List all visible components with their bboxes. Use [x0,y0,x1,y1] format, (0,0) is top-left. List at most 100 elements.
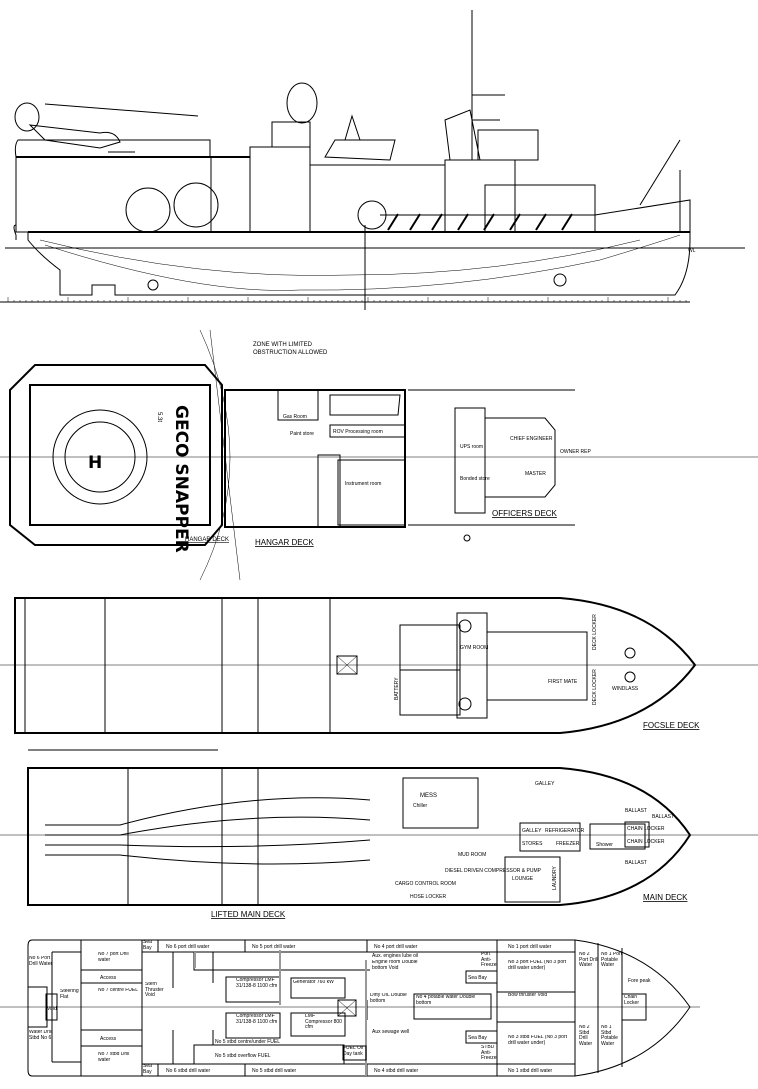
focsle-outline [14,597,697,734]
tank-label: Water Drill Stbd No 6 [29,1030,53,1041]
main-deck-plan: MESS GALLEY GALLEY REFRIGERATOR FREEZER … [0,767,758,919]
main-deck-outline [27,767,692,906]
tank-label: No 6 stbd drill water [166,1068,211,1074]
room-label: CHIEF ENGINEER [510,436,553,442]
officers-house [484,417,556,498]
room-label: Paint store [290,431,314,437]
tank-plan-outline [27,939,691,1077]
hatch [337,999,357,1017]
tank-label: No 3 stbd FUEL (No 3 port drill water un… [508,1035,568,1046]
room-label: LOUNGE [512,876,534,882]
gas-room [277,389,319,421]
tank-label: No 7 centre FUEL [98,988,139,993]
bow-thruster [553,273,567,287]
room-label: GYM ROOM [460,645,488,651]
mess-block [402,777,479,829]
lifted-main-deck-title: LIFTED MAIN DECK [211,910,286,919]
void-tank [45,993,58,1021]
shower-block [589,823,646,850]
bulkhead [193,952,370,971]
galley-block [519,822,581,852]
helicopter-icon [14,102,199,153]
compressor-stbd [225,1012,281,1039]
bulwark [380,199,691,232]
tank-label: No 3 port FUEL (No 3 port drill water un… [508,960,567,971]
room-label: DIESEL DRIVEN COMPRESSOR & PUMP [445,868,542,874]
cable-reel [173,182,219,228]
helideck [14,139,211,158]
zone-note: ZONE WITH LIMITED [253,342,313,348]
officers-deck-title: OFFICERS DECK [492,509,558,518]
tank-label: Compressor LMF 31/138-8 1100 cfm [236,1014,278,1025]
hangar-deck-plan: H GECO SNAPPER 5.3t ZONE WITH LIMITED OB… [0,329,758,581]
room-label: ROV Processing room [333,429,383,435]
bulkhead [172,952,214,1064]
tank-label: Access [100,1036,117,1042]
room-label: Bonded store [460,476,490,482]
tank [193,1044,345,1065]
funnel-block [249,146,311,233]
tank-label: Bow thruster Void [508,993,548,998]
sea-bay-box [465,1030,498,1044]
helideck-load: 5.3t [156,412,162,422]
tank-label: Steering Flat [60,989,79,1000]
forward-house [444,159,516,233]
hull-line [39,239,641,276]
tank-label: Access [100,975,117,981]
room-label: WINDLASS [612,686,639,692]
radome [286,82,318,124]
tank [27,986,48,1028]
room-label: MUD ROOM [458,852,486,858]
hull-outline [27,231,691,296]
vessel-name: GECO SNAPPER [171,405,191,553]
tank-label: Sea Bay [468,1035,487,1041]
tank-label: No 5 stbd centre/under FUEL [215,1039,280,1045]
room-label: GALLEY [535,781,555,787]
davit [344,114,361,141]
profile-view: WL [0,10,745,310]
hatch-cross [336,655,358,675]
wheelhouse [477,129,539,161]
room-label: BATTERY [394,677,400,700]
room-label: DECK LOCKER [592,614,598,650]
tank-label: No 1 stbd drill water [508,1068,553,1074]
room-label: BALLAST [625,808,647,814]
cable-reel [125,187,171,233]
tank-label: No 5 stbd overflow FUEL [215,1053,271,1059]
room-label: MASTER [525,471,546,477]
tank-label: Engine room Double bottom Void [372,960,418,971]
bulwark-stripes [387,213,573,231]
tank-label: Dirty OIL Double bottom [370,993,407,1004]
liferaft [357,200,387,230]
sea-bay-box [465,970,498,984]
gym-block [456,612,488,719]
tank-label: STBD Anti-Freeze [481,1045,497,1061]
streamer-spreads [45,797,371,865]
tank-label: Generator 760 kW [293,980,334,985]
tank-label: Port Anti-Freeze [481,952,497,968]
generator [290,977,346,999]
mast-house [271,121,311,148]
room-label: BALLAST [625,860,647,866]
room-label: OWNER REP [560,449,592,455]
instrument-room [337,459,406,526]
hangar-block [15,156,212,233]
accommodation-block [484,184,596,233]
windlass-icon [624,647,636,659]
tank-label: No 5 stbd drill water [252,1068,297,1074]
tank-label: Aux sewage well [372,1029,409,1035]
tank-label: Aux. engines lube oil [372,953,418,959]
midship-house [309,164,446,233]
rov-room [329,424,406,438]
crew-cabins [486,631,588,701]
room-label: MESS [420,793,437,799]
day-tank [342,1045,367,1061]
helideck-landing-area [29,384,211,526]
touchdown-circle [52,409,148,505]
hatch [336,655,358,675]
tank-label: No 2 Port Drill Water [579,952,599,968]
tank-label: Stern Thruster Void [145,982,164,998]
room-label: UPS room [460,444,483,450]
tank-label: Fore peak [628,978,651,984]
